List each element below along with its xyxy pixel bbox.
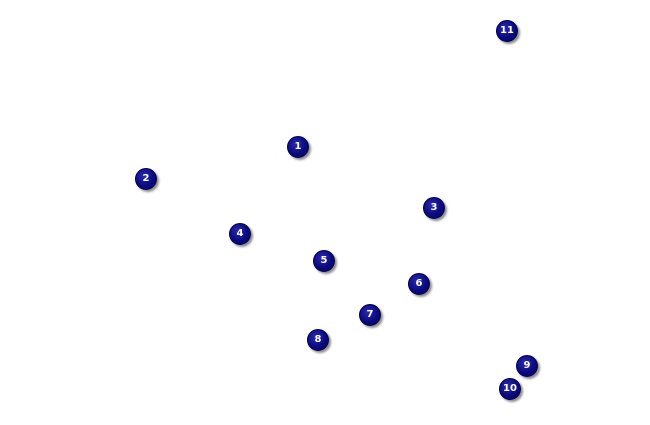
map-marker-3[interactable]: 3 (423, 197, 445, 219)
marker-label: 9 (523, 360, 531, 371)
marker-label: 10 (503, 383, 517, 394)
map-marker-7[interactable]: 7 (359, 304, 381, 326)
map-marker-9[interactable]: 9 (516, 355, 538, 377)
marker-label: 2 (142, 173, 150, 184)
map-marker-8[interactable]: 8 (307, 329, 329, 351)
map-marker-10[interactable]: 10 (499, 378, 521, 400)
map-marker-11[interactable]: 11 (496, 20, 518, 42)
map-marker-4[interactable]: 4 (229, 223, 251, 245)
map-marker-6[interactable]: 6 (408, 273, 430, 295)
marker-label: 7 (366, 309, 374, 320)
map-marker-2[interactable]: 2 (135, 168, 157, 190)
marker-label: 6 (415, 278, 423, 289)
marker-label: 5 (320, 255, 328, 266)
map-marker-1[interactable]: 1 (287, 136, 309, 158)
marker-label: 4 (236, 228, 244, 239)
marker-label: 3 (430, 202, 438, 213)
marker-label: 1 (294, 141, 302, 152)
marker-label: 11 (500, 25, 514, 36)
marker-label: 8 (314, 334, 322, 345)
map-marker-5[interactable]: 5 (313, 250, 335, 272)
